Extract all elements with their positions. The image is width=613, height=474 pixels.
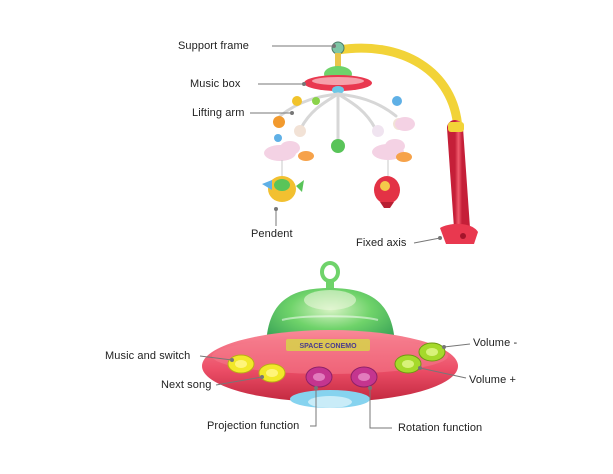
- support-frame-arc: [333, 43, 463, 135]
- base-strip-text: SPACE CONEMO: [299, 343, 357, 350]
- cloud-pendants: [264, 117, 415, 161]
- label-pendent: Pendent: [251, 228, 293, 240]
- label-rotation-function: Rotation function: [398, 422, 483, 434]
- label-music-and-switch: Music and switch: [105, 350, 191, 362]
- label-volume-plus: Volume +: [469, 374, 516, 386]
- label-volume-minus: Volume -: [473, 337, 518, 349]
- lifting-arm-rods: [278, 92, 398, 142]
- fixed-axis-clamp: [440, 223, 478, 244]
- pendent-plane: [262, 176, 304, 202]
- label-lifting-arm: Lifting arm: [192, 107, 245, 119]
- label-projection-function: Projection function: [207, 420, 300, 432]
- leader-lines: [199, 44, 471, 429]
- base-hook: [320, 261, 340, 283]
- label-fixed-axis: Fixed axis: [356, 237, 407, 249]
- label-next-song: Next song: [161, 379, 212, 391]
- label-support-frame: Support frame: [178, 40, 250, 52]
- fixed-axis-pole: [447, 120, 470, 236]
- label-music-box: Music box: [190, 78, 241, 90]
- pendent-balloon: [374, 176, 400, 208]
- control-buttons: [227, 342, 446, 388]
